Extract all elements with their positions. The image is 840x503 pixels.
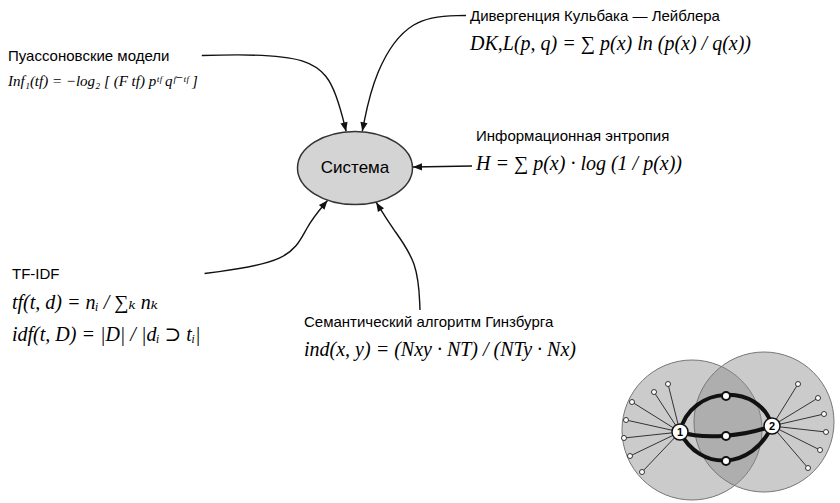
method-block: Пуассоновские моделиInf₁(tf) = −log₂ [ (… [4,44,202,93]
method-block: TF-IDF tf(t, d) = nᵢ / ∑ₖ nₖ idf(t, D) = |… [8,262,205,349]
block-title: Семантический алгоритм Гинзбурга [304,313,576,330]
formula-text: idf(t, D) = |D| / |dᵢ ⊃ tᵢ| [12,322,201,346]
arrow-connector [202,55,346,132]
block-title: Информационная энтропия [476,127,682,144]
method-block: Семантический алгоритм Гинзбурга ind(x, y… [300,310,580,364]
graph-mid-dots [722,392,730,465]
block-title: Система [321,158,389,178]
graph-node-number: 1 [677,426,683,438]
method-block: Информационная энтропия H = ∑ p(x) · log … [472,124,686,178]
block-title: TF-IDF [12,265,201,282]
graph-leaf-dots [622,382,829,475]
formula-text: Inf₁(tf) = −log₂ [ (F tf) pᵗᶠ qᶠ⁻ᵗᶠ ] [8,72,198,90]
formula-text: H = ∑ p(x) · log (1 / p(x)) [476,152,682,175]
ellipse-shape [298,132,413,205]
context-circle [694,352,834,492]
arrow-connector [205,201,328,274]
formula-text: DK,L(p, q) = ∑ p(x) ln (p(x) / q(x)) [470,32,751,55]
method-block: Дивергенция Кульбака — ЛейблераDK,L(p, q… [466,4,755,58]
graph-main-nodes [672,418,780,440]
graph-strong-links [680,395,772,461]
arrow-connector [376,202,420,310]
system-ellipse: Система [296,130,414,206]
graph-node-number: 2 [769,420,775,432]
arrow-connector [413,166,472,167]
block-title: Дивергенция Кульбака — Лейблера [470,7,751,24]
arrow-connector [362,16,466,132]
formula-text: ind(x, y) = (Nxy · NT) / (NTy · Nx) [304,338,576,361]
graph-spokes [624,384,826,472]
formula-text: tf(t, d) = nᵢ / ∑ₖ nₖ [12,290,201,314]
block-title: Пуассоновские модели [8,47,198,64]
